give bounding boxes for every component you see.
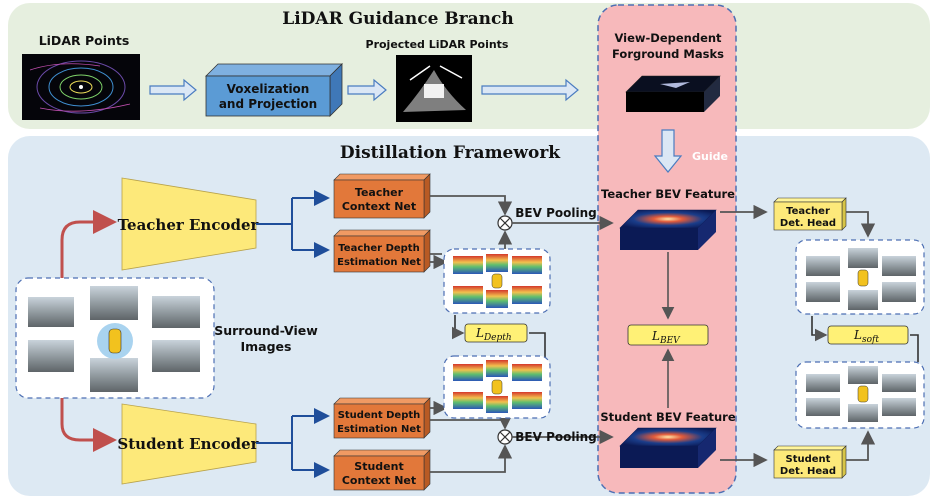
teacher-context-label-2: Context Net	[342, 200, 416, 213]
student-head-label-2: Det. Head	[780, 466, 836, 477]
teacher-context-net: Teacher Context Net	[333, 173, 431, 219]
red-arrow-student	[60, 398, 117, 452]
teacher-head-label-2: Det. Head	[780, 218, 836, 229]
depth-loss-sub: Depth	[483, 333, 512, 343]
soft-loss-symbol: L	[853, 328, 862, 342]
student-depth-net: Student Depth Estimation Net	[333, 397, 431, 439]
guide-arrow	[653, 129, 683, 173]
lidar-branch-title: LiDAR Guidance Branch	[282, 9, 513, 29]
teacher-bev-slab	[619, 209, 717, 250]
teacher-depth-net: Teacher Depth Estimation Net	[333, 229, 431, 273]
student-encoder-label: Student Encoder	[117, 435, 259, 453]
surround-view-images	[15, 277, 215, 399]
distillation-title: Distillation Framework	[340, 143, 561, 163]
student-depth-heatmaps	[443, 355, 551, 419]
teacher-context-to-mult	[430, 195, 513, 216]
student-head-to-results	[846, 430, 876, 461]
lidar-points-image	[22, 54, 140, 120]
teacher-context-label-1: Teacher	[355, 186, 404, 199]
teacher-bev-label: Teacher BEV Feature	[601, 187, 735, 201]
student-fork	[256, 416, 293, 470]
student-context-label-2: Context Net	[342, 474, 416, 487]
teacher-detection-results	[795, 239, 925, 315]
student-encoder-block	[121, 403, 257, 485]
student-head-label-1: Student	[786, 454, 831, 465]
depth-loss-arrow-top	[451, 315, 465, 340]
voxelization-block: Voxelization and Projection	[205, 63, 343, 117]
depth-loss-symbol: L	[475, 326, 484, 340]
svg-text:LDepth: LDepth	[475, 326, 512, 343]
teacher-depth-label-1: Teacher Depth	[338, 243, 419, 254]
teacher-det-head: Teacher Det. Head	[773, 197, 847, 231]
student-detection-results	[795, 361, 925, 429]
svg-text:Lsoft: Lsoft	[853, 328, 879, 345]
student-bev-slab	[619, 427, 717, 468]
lidar-points-label: LiDAR Points	[39, 33, 130, 48]
teacher-depth-heatmaps	[443, 248, 551, 314]
red-arrow-teacher	[60, 210, 117, 278]
bev-pooling-top-label: BEV Pooling	[515, 206, 596, 220]
student-depth-label-1: Student Depth	[338, 410, 421, 421]
guide-label: Guide	[692, 150, 728, 163]
teacher-head-label-1: Teacher	[786, 206, 830, 217]
bev-loss-symbol: L	[651, 329, 660, 343]
student-context-label-1: Student	[354, 460, 403, 473]
bev-pooling-bottom-label: BEV Pooling	[515, 430, 596, 444]
teacher-fork	[256, 198, 293, 250]
bev-loss-sub: BEV	[659, 336, 681, 346]
teacher-head-to-results	[846, 211, 876, 238]
hollow-arrow-1	[149, 78, 197, 102]
soft-loss-line-bottom	[910, 334, 919, 362]
student-depth-to-mult	[430, 415, 513, 430]
teacher-depth-label-2: Estimation Net	[337, 257, 421, 268]
hollow-arrow-2	[347, 78, 387, 102]
mask-title-1: View-Dependent	[614, 31, 722, 45]
surround-label-1: Surround-View	[214, 323, 318, 338]
teacher-encoder-block	[121, 177, 257, 271]
teacher-encoder-label: Teacher Encoder	[118, 216, 260, 234]
projected-lidar-image	[396, 55, 472, 122]
voxel-label-1: Voxelization	[227, 82, 310, 96]
bev-loss-box: LBEV	[627, 324, 709, 346]
hollow-arrow-3	[481, 78, 579, 102]
teacher-multiply-icon	[497, 215, 513, 231]
student-bev-label: Student BEV Feature	[600, 410, 736, 424]
depth-loss-box: LDepth	[464, 323, 528, 343]
student-context-net: Student Context Net	[333, 449, 431, 491]
student-det-head: Student Det. Head	[773, 445, 847, 479]
student-depth-label-2: Estimation Net	[337, 424, 421, 435]
soft-loss-arrow-top	[811, 316, 828, 342]
student-multiply-icon	[497, 429, 513, 445]
svg-text:LBEV: LBEV	[651, 329, 681, 346]
mask-title-2: Forground Masks	[612, 47, 724, 61]
foreground-mask-slab	[625, 75, 721, 112]
voxel-label-2: and Projection	[219, 97, 317, 111]
soft-loss-sub: soft	[862, 335, 879, 345]
depth-loss-line-bottom	[529, 332, 546, 358]
student-context-to-mult	[430, 444, 513, 473]
surround-label-2: Images	[241, 339, 292, 354]
soft-loss-box: Lsoft	[827, 325, 909, 345]
projected-lidar-label: Projected LiDAR Points	[366, 38, 509, 51]
